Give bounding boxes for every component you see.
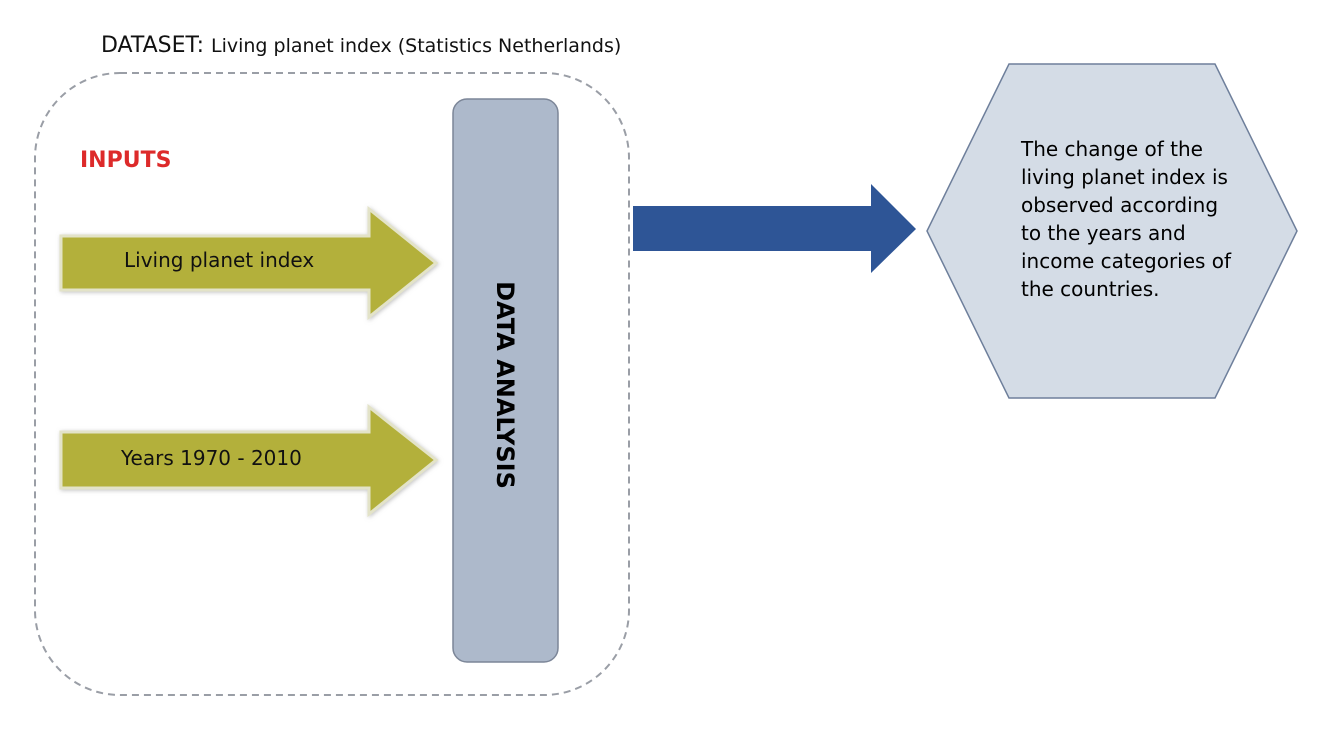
input-arrow-living-planet-index	[59, 205, 439, 321]
output-description: The change of the living planet index is…	[1021, 137, 1232, 301]
input-label-living-planet-index: Living planet index	[124, 248, 315, 272]
input-arrow-years	[59, 403, 439, 518]
inputs-heading: INPUTS	[80, 148, 172, 173]
data-analysis-bar	[452, 98, 559, 663]
input-label-years: Years 1970 - 2010	[121, 446, 302, 470]
output-hexagon	[926, 63, 1298, 399]
dataset-name: Living planet index (Statistics Netherla…	[210, 35, 622, 57]
dataset-prefix: DATASET:	[101, 33, 204, 58]
inputs-container	[34, 72, 630, 696]
dataset-title: DATASET: Living planet index (Statistics…	[101, 33, 621, 58]
data-analysis-label: DATA ANALYSIS	[491, 281, 519, 489]
output-arrow	[633, 184, 916, 273]
